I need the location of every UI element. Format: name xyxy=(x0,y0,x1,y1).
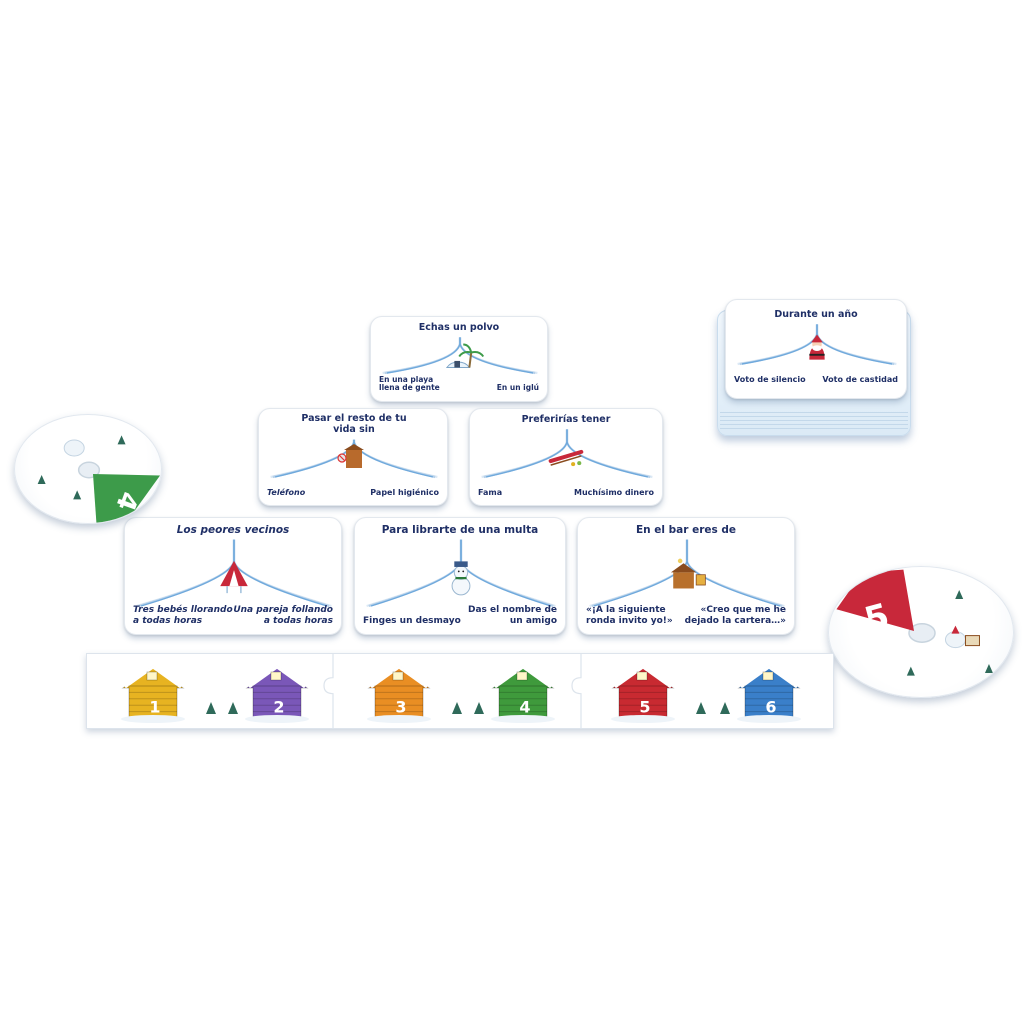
option-left: Fama xyxy=(478,487,503,497)
card-title: Echas un polvo xyxy=(418,322,500,333)
card-echas-un-polvo[interactable]: Echas un polvo En una playa llena de gent… xyxy=(370,316,548,402)
santa-icon xyxy=(809,334,825,360)
option-left: Voto de silencio xyxy=(734,374,806,384)
tree-icon xyxy=(696,702,706,714)
disc-art: 4 xyxy=(37,435,161,523)
option-right: En un iglú xyxy=(496,383,539,393)
tree-icon xyxy=(37,475,46,484)
card-title: Pasar el resto de tu vida sin xyxy=(301,413,407,435)
option-left: En una playa llena de gente xyxy=(379,374,440,393)
card-branch-lines xyxy=(481,429,653,479)
option-right: Una pareja follando a todas horas xyxy=(233,605,333,626)
sled-icon xyxy=(548,449,584,467)
cabin-5[interactable] xyxy=(611,665,675,723)
snowman-icon xyxy=(451,561,471,596)
cabin-number: 4 xyxy=(519,698,530,717)
tent-icon xyxy=(220,560,248,594)
tree-icon xyxy=(452,702,462,714)
cabin-6[interactable] xyxy=(737,665,801,723)
card-branch-lines xyxy=(589,539,785,608)
cabin-4[interactable] xyxy=(491,665,555,723)
cabin-number: 2 xyxy=(273,698,284,717)
cabin-number: 5 xyxy=(639,698,650,717)
snow-figure-icon xyxy=(63,439,85,457)
card-branch-lines xyxy=(270,439,438,479)
disc-art: 5 xyxy=(836,569,993,676)
card-title: Para librarte de una multa xyxy=(381,524,539,536)
board-art: 1 2 3 4 5 6 xyxy=(121,654,801,728)
tree-icon xyxy=(73,490,82,500)
tree-icon xyxy=(955,590,964,600)
card-branch-lines xyxy=(737,324,897,366)
option-left: Teléfono xyxy=(267,487,306,497)
outhouse-icon xyxy=(337,444,364,468)
puzzle-joint xyxy=(323,654,334,728)
disc-hub xyxy=(908,623,936,643)
card-bar-eres-de[interactable]: En el bar eres de «¡A la siguiente ronda … xyxy=(577,517,795,635)
igloo-palm-icon xyxy=(445,343,485,368)
card-title: En el bar eres de xyxy=(635,524,737,536)
card-branch-lines xyxy=(382,337,538,375)
cabin-2[interactable] xyxy=(245,665,309,723)
card-branch-lines xyxy=(366,539,556,608)
cabin-number: 1 xyxy=(149,698,160,717)
disc-wedge xyxy=(93,474,161,523)
tree-icon xyxy=(117,435,126,445)
bathtub-icon xyxy=(964,635,980,647)
tree-icon xyxy=(720,702,730,714)
puzzle-joint xyxy=(571,654,582,728)
card-title: Preferirías tener xyxy=(521,414,611,425)
cabin-1[interactable] xyxy=(121,665,185,723)
option-right: Das el nombre de un amigo xyxy=(468,605,557,626)
disc-left[interactable]: 4 xyxy=(14,414,162,524)
tree-icon xyxy=(906,666,915,676)
cabin-board: 1 2 3 4 5 6 xyxy=(86,653,834,729)
cabin-number: 3 xyxy=(395,698,406,717)
tree-icon xyxy=(474,702,484,714)
cabin-bar-icon xyxy=(670,558,706,589)
option-left: «¡A la siguiente ronda invito yo!» xyxy=(586,605,673,626)
disc-right[interactable]: 5 xyxy=(828,566,1014,698)
option-left: Tres bebés llorando a todas horas xyxy=(133,605,233,626)
option-right: Papel higiénico xyxy=(370,487,439,497)
option-right: «Creo que me he dejado la cartera…» xyxy=(684,605,786,626)
option-left: Finges un desmayo xyxy=(363,615,461,626)
card-title: Durante un año xyxy=(774,309,858,320)
tree-icon xyxy=(228,702,238,714)
santa-hat-icon xyxy=(951,625,960,634)
cabin-number: 6 xyxy=(765,698,776,717)
option-right: Muchísimo dinero xyxy=(574,487,654,497)
tree-icon xyxy=(984,663,993,673)
cabin-3[interactable] xyxy=(367,665,431,723)
disc-hub xyxy=(77,461,101,479)
card-branch-lines xyxy=(136,539,332,608)
snow-figure-icon xyxy=(944,631,966,649)
card-title: Los peores vecinos xyxy=(176,524,290,536)
tree-icon xyxy=(206,702,216,714)
option-right: Voto de castidad xyxy=(822,374,898,384)
disc-wedge xyxy=(836,569,914,631)
